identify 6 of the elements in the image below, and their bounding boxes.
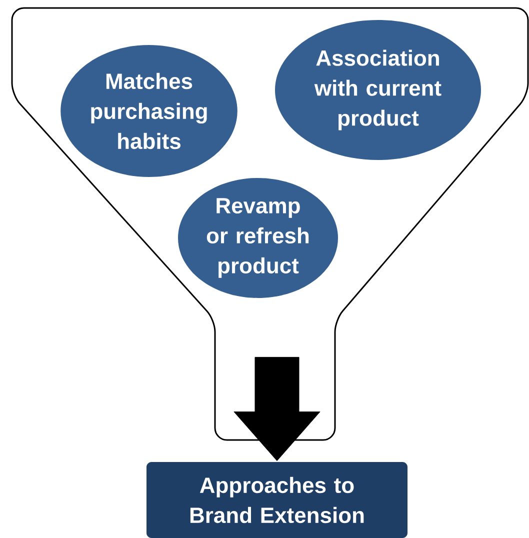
block-arrow [234, 356, 320, 462]
oval-bubble: Association with current product [275, 20, 481, 160]
oval-bubble: Revamp or refresh product [178, 178, 338, 298]
funnel-outline [11, 7, 529, 441]
result-box: Approaches to Brand Extension [146, 462, 408, 538]
oval-bubble: Matches purchasing habits [60, 45, 238, 177]
